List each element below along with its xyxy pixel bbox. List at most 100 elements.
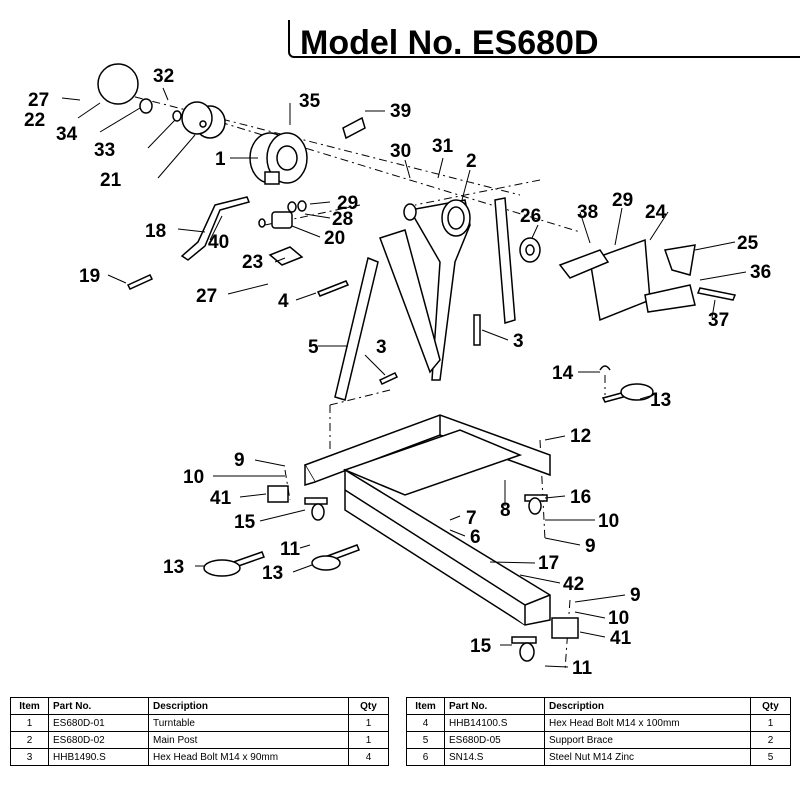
callout-34: 9 [234,450,245,471]
pin-13-right [601,383,654,403]
callout-0: 27 [28,90,49,111]
parts-table-left: Item Part No. Description Qty 1 ES680D-0… [10,697,389,766]
callout-11: 2 [466,151,477,172]
cell-part-no: ES680D-02 [48,731,149,749]
callout-50: 10 [608,608,629,629]
callout-31: 14 [552,363,574,384]
cell-item: 2 [10,731,49,749]
callout-22: 36 [750,262,771,283]
model-title: Model No. ES680D [300,24,599,58]
callout-38: 16 [570,487,591,508]
cell-description: Turntable [148,714,349,732]
caster-center [524,494,548,515]
cell-part-no: SN14.S [444,748,545,766]
callout-4: 33 [94,140,115,161]
callout-8: 39 [390,101,411,122]
callout-49: 9 [630,585,641,606]
diagram-drawing [97,63,737,671]
plate-23 [268,246,304,266]
cell-qty: 5 [750,748,791,766]
callout-25: 23 [242,252,263,273]
callout-24: 19 [79,266,100,287]
table-row: 4 HHB14100.S Hex Head Bolt M14 x 100mm 1 [406,714,791,732]
caster-front [511,636,537,662]
pin-13-left [203,551,265,577]
callout-15: 28 [332,209,353,230]
callout-29: 5 [308,337,319,358]
bolt-3-lower [378,372,399,385]
leg-17 [344,468,551,626]
parts-table-right: Item Part No. Description Qty 4 HHB14100… [406,697,791,766]
cell-description: Steel Nut M14 Zinc [544,748,751,766]
crank-handle [180,196,251,261]
callout-51: 15 [470,636,492,657]
cell-part-no: ES680D-01 [48,714,149,732]
cell-item: 3 [10,748,49,766]
cell-qty: 1 [348,731,389,749]
caster-left [304,497,328,521]
callout-45: 13 [163,557,184,578]
callout-20: 24 [645,202,667,223]
callout-13: 40 [208,232,229,253]
leader-lines [61,87,747,668]
exploded-parts-diagram: 27 22 34 32 33 21 1 35 39 30 31 2 18 40 … [24,63,771,679]
callout-47: 17 [538,553,559,574]
callout-9: 30 [390,141,411,162]
col-header-part-no: Part No. [444,697,545,715]
callout-44: 11 [280,539,301,560]
pin-13-mid [311,544,360,571]
callout-23: 37 [708,310,729,331]
cell-qty: 1 [750,714,791,732]
table-row: 2 ES680D-02 Main Post 1 [10,731,389,749]
washer-33 [172,110,182,122]
callout-42: 6 [470,527,481,548]
cell-description: Hex Head Bolt M14 x 100mm [544,714,751,732]
callout-35: 10 [183,467,204,488]
callout-6: 1 [215,149,226,170]
bolt-4 [316,280,350,297]
cell-part-no: HHB14100.S [444,714,545,732]
clip-14 [599,365,611,371]
callout-41: 10 [598,511,619,532]
cell-item: 6 [406,748,445,766]
cell-part-no: ES680D-05 [444,731,545,749]
callout-2: 34 [56,124,78,145]
hook-25 [663,244,696,276]
support-brace-right [494,197,516,324]
table-row: 5 ES680D-05 Support Brace 2 [406,731,791,749]
cell-qty: 1 [348,714,389,732]
callout-18: 38 [577,202,598,223]
callout-30: 3 [513,331,524,352]
handle-pin [126,274,154,290]
callout-26: 27 [196,286,217,307]
table-row: 1 ES680D-01 Turntable 1 [10,714,389,732]
callout-16: 20 [324,228,345,249]
callout-7: 35 [299,91,321,112]
cell-item: 1 [10,714,49,732]
table-row: 6 SN14.S Steel Nut M14 Zinc 5 [406,748,791,766]
cover-disc [97,63,139,105]
callout-17: 26 [520,206,541,227]
model-title-box: Model No. ES680D [288,20,800,58]
col-header-item: Item [10,697,49,715]
cell-description: Hex Head Bolt M14 x 90mm [148,748,349,766]
callout-labels: 27 22 34 32 33 21 1 35 39 30 31 2 18 40 … [24,66,771,679]
end-cap-left [267,485,289,503]
col-header-item: Item [406,697,445,715]
callout-36: 41 [210,488,232,509]
callout-19: 29 [612,190,633,211]
cell-description: Main Post [148,731,349,749]
end-cap-right [551,617,579,639]
col-header-description: Description [544,697,751,715]
col-header-description: Description [148,697,349,715]
cell-part-no: HHB1490.S [48,748,149,766]
callout-28: 3 [376,337,387,358]
col-header-qty: Qty [750,697,791,715]
cell-qty: 2 [750,731,791,749]
callout-12: 18 [145,221,166,242]
callout-33: 12 [570,426,591,447]
cell-qty: 4 [348,748,389,766]
callout-1: 22 [24,110,45,131]
callout-21: 25 [737,233,759,254]
callout-10: 31 [432,136,454,157]
